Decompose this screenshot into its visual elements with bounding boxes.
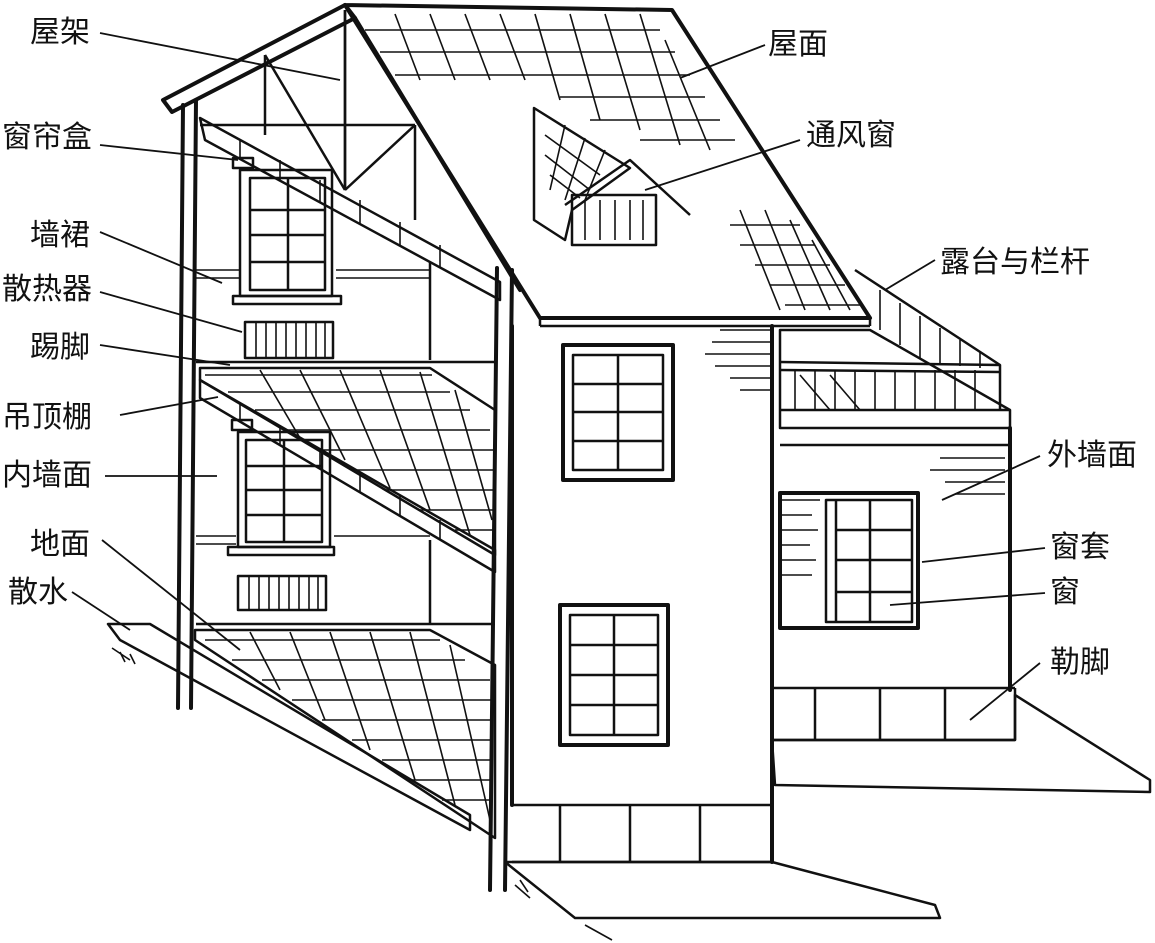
label-apron: 散水 bbox=[8, 575, 68, 610]
front-wall bbox=[488, 266, 942, 941]
label-exterior-wall: 外墙面 bbox=[1047, 438, 1137, 473]
label-plinth: 勒脚 bbox=[1050, 645, 1110, 680]
label-curtain-box: 窗帘盒 bbox=[2, 120, 92, 155]
dormer-window bbox=[532, 106, 691, 247]
interior-cutaway bbox=[106, 10, 502, 840]
label-window: 窗 bbox=[1050, 575, 1080, 610]
label-dormer-vent: 通风窗 bbox=[806, 118, 896, 153]
label-dado: 墙裙 bbox=[30, 218, 90, 253]
label-interior-wall: 内墙面 bbox=[2, 458, 92, 493]
leader-lines bbox=[71, 32, 1046, 721]
label-roof-surface: 屋面 bbox=[768, 27, 828, 62]
roof bbox=[161, 3, 872, 328]
label-window-casing: 窗套 bbox=[1050, 530, 1110, 565]
label-skirting: 踢脚 bbox=[30, 330, 90, 365]
label-terrace-railing: 露台与栏杆 bbox=[940, 245, 1090, 280]
label-roof-truss: 屋架 bbox=[30, 15, 90, 50]
label-suspended-ceiling: 吊顶棚 bbox=[2, 400, 92, 435]
label-floor: 地面 bbox=[30, 527, 90, 562]
side-wing bbox=[770, 268, 1152, 794]
label-radiator: 散热器 bbox=[2, 272, 92, 307]
